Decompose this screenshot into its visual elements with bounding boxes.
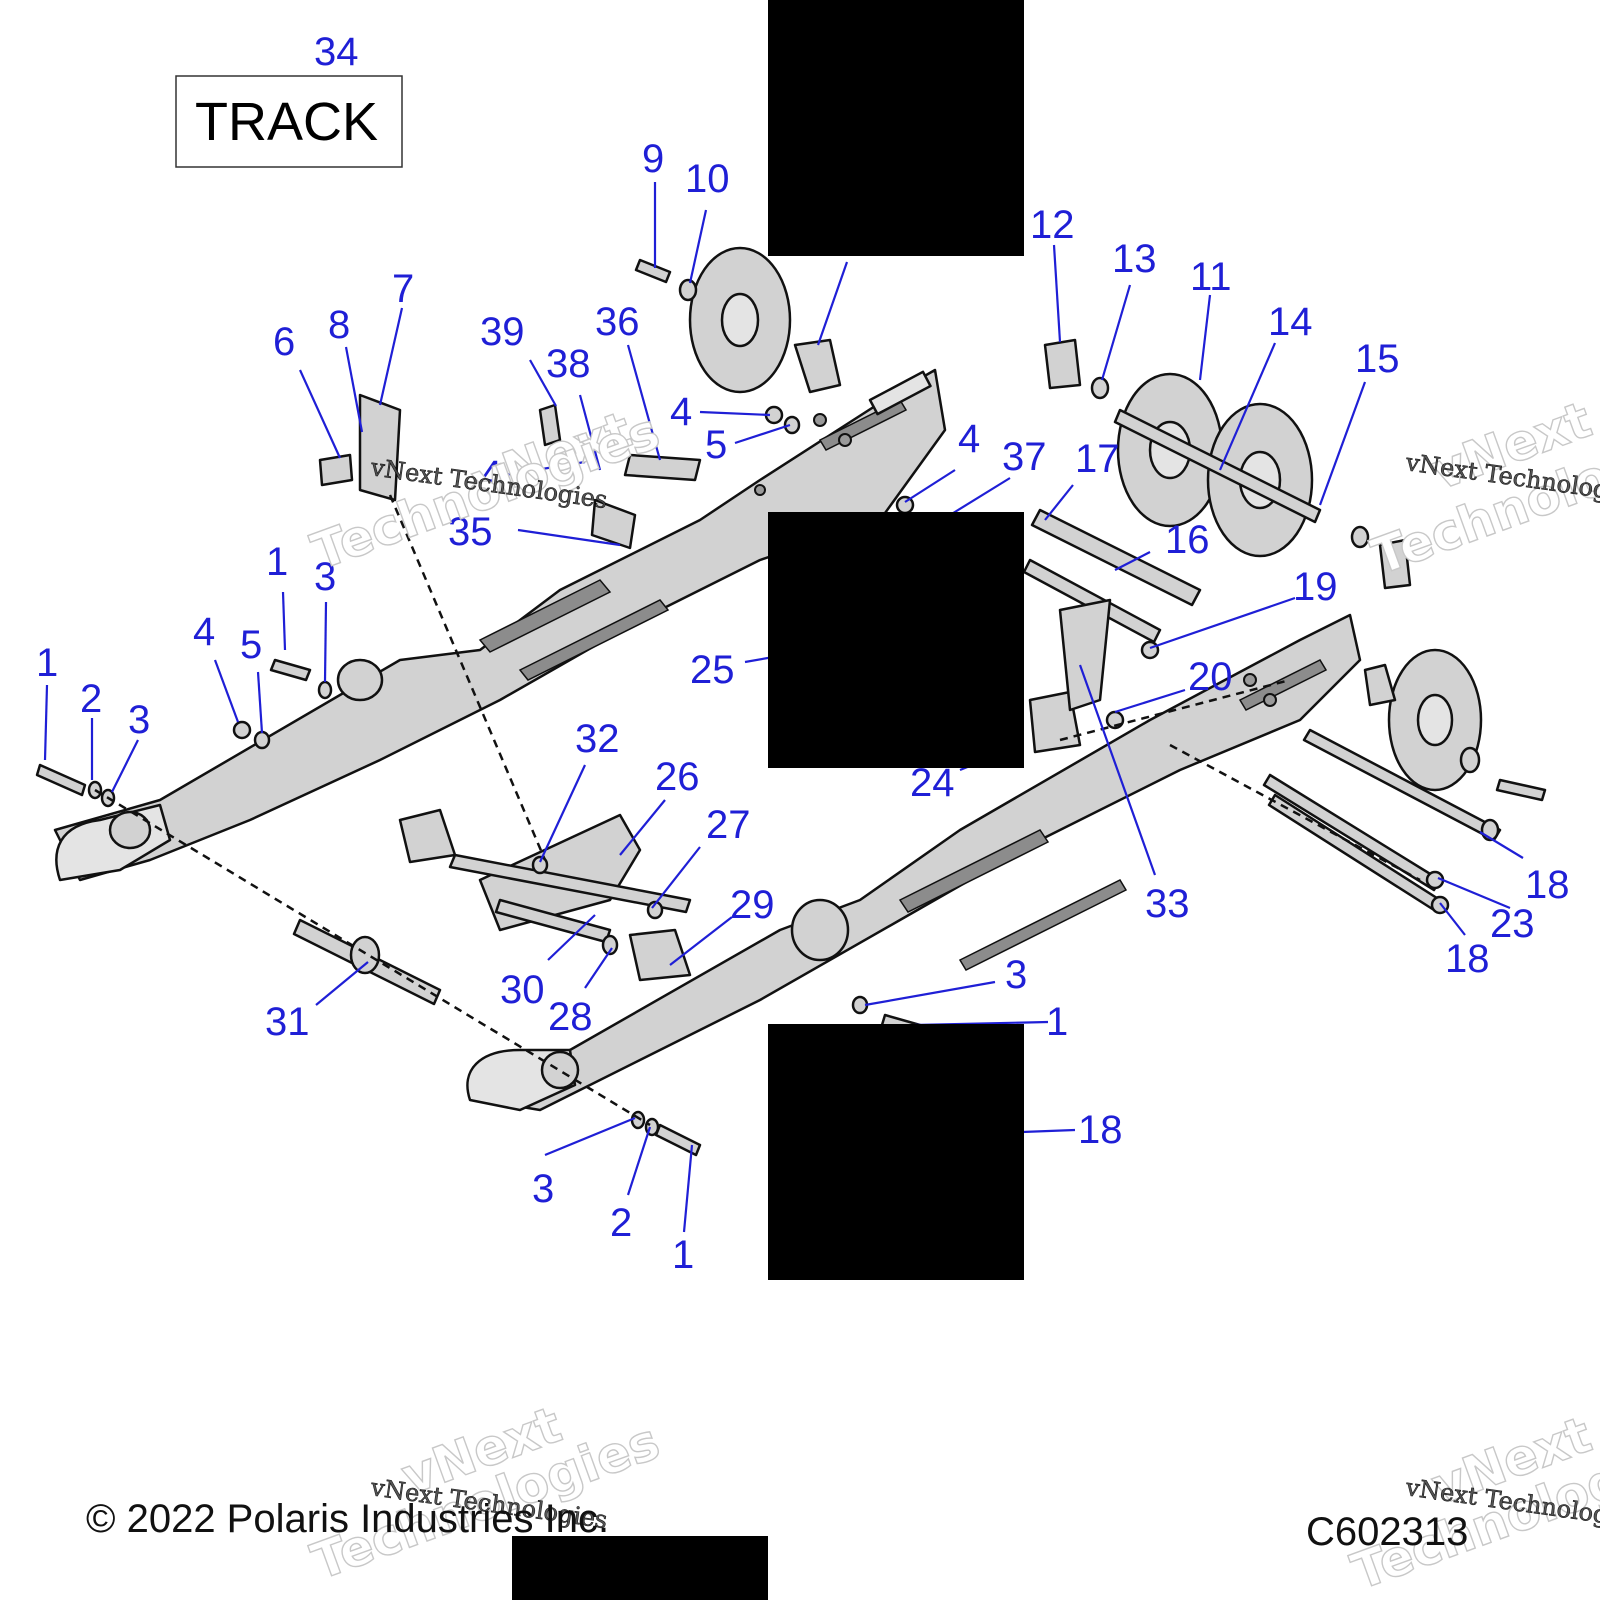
callout-24: 24 bbox=[910, 761, 955, 805]
callout-7: 7 bbox=[392, 267, 414, 311]
callout-8: 8 bbox=[328, 303, 350, 347]
callout-11: 11 bbox=[1190, 255, 1232, 299]
callout-10: 10 bbox=[685, 157, 730, 201]
shock-tubes bbox=[1022, 508, 1502, 912]
copyright-text: © 2022 Polaris Industries Inc. bbox=[86, 1497, 609, 1541]
callout-23: 23 bbox=[1490, 902, 1535, 946]
callout-27: 27 bbox=[706, 803, 751, 847]
redaction-blocks bbox=[512, 0, 1024, 1600]
callout-25: 25 bbox=[690, 648, 735, 692]
callout-39: 39 bbox=[480, 310, 525, 354]
callout-33: 33 bbox=[1145, 882, 1190, 926]
callout-1-d: 1 bbox=[672, 1233, 694, 1277]
callout-1-a: 1 bbox=[266, 540, 288, 584]
callout-36: 36 bbox=[595, 300, 640, 344]
redaction-block-bottom bbox=[512, 1536, 768, 1600]
callout-26: 26 bbox=[655, 755, 700, 799]
callout-4-d: 4 bbox=[193, 610, 215, 654]
callout-3-a: 3 bbox=[314, 555, 336, 599]
callout-30: 30 bbox=[500, 968, 545, 1012]
callout-3-c: 3 bbox=[1005, 953, 1027, 997]
callout-20: 20 bbox=[1188, 655, 1233, 699]
bolts-washers bbox=[35, 258, 1547, 1157]
spacers-bushings bbox=[398, 338, 1412, 982]
callout-32: 32 bbox=[575, 717, 620, 761]
drawing-code: C602313 bbox=[1306, 1510, 1468, 1554]
callout-4-a: 4 bbox=[670, 390, 692, 434]
callout-35: 35 bbox=[448, 510, 493, 554]
callout-9: 9 bbox=[642, 137, 664, 181]
callout-4-c: 4 bbox=[480, 453, 502, 497]
callout-5-b: 5 bbox=[240, 623, 262, 667]
callout-13: 13 bbox=[1112, 237, 1157, 281]
redaction-block-top bbox=[768, 0, 1024, 256]
right-rail bbox=[466, 613, 1362, 1112]
callout-19: 19 bbox=[1293, 565, 1338, 609]
callout-34: 34 bbox=[314, 30, 359, 74]
callout-16: 16 bbox=[1165, 518, 1210, 562]
callout-1-b: 1 bbox=[36, 641, 58, 685]
callout-15: 15 bbox=[1355, 337, 1400, 381]
callout-3-b: 3 bbox=[128, 698, 150, 742]
callout-4-b: 4 bbox=[958, 417, 980, 461]
callout-14: 14 bbox=[1268, 300, 1313, 344]
assembly-lines bbox=[94, 494, 1421, 1127]
callout-6: 6 bbox=[273, 320, 295, 364]
callout-29: 29 bbox=[730, 883, 775, 927]
redaction-block-lower bbox=[768, 1024, 1024, 1280]
parts-artwork bbox=[35, 246, 1547, 1157]
left-rail bbox=[53, 368, 947, 882]
idler-wheels bbox=[688, 246, 1483, 792]
callout-38: 38 bbox=[546, 342, 591, 386]
callout-18-b: 18 bbox=[1445, 937, 1490, 981]
track-label: TRACK bbox=[195, 92, 378, 152]
redaction-block-middle bbox=[768, 512, 1024, 768]
callout-18-a: 18 bbox=[1525, 863, 1570, 907]
callout-18-c: 18 bbox=[1078, 1108, 1123, 1152]
callout-labels: 34 9 10 12 13 11 14 15 7 6 8 39 38 36 4 … bbox=[36, 30, 1570, 1277]
callout-17: 17 bbox=[1075, 437, 1120, 481]
callout-31: 31 bbox=[265, 1000, 310, 1044]
callout-3-d: 3 bbox=[532, 1167, 554, 1211]
leader-lines bbox=[43, 182, 1524, 1233]
callout-12: 12 bbox=[1030, 203, 1075, 247]
callout-1-c: 1 bbox=[1046, 1000, 1068, 1044]
callout-37: 37 bbox=[1002, 435, 1047, 479]
track-box bbox=[175, 75, 403, 168]
callout-2-a: 2 bbox=[80, 677, 102, 721]
callout-2-b: 2 bbox=[610, 1201, 632, 1245]
callout-28: 28 bbox=[548, 995, 593, 1039]
callout-5-a: 5 bbox=[705, 423, 727, 467]
